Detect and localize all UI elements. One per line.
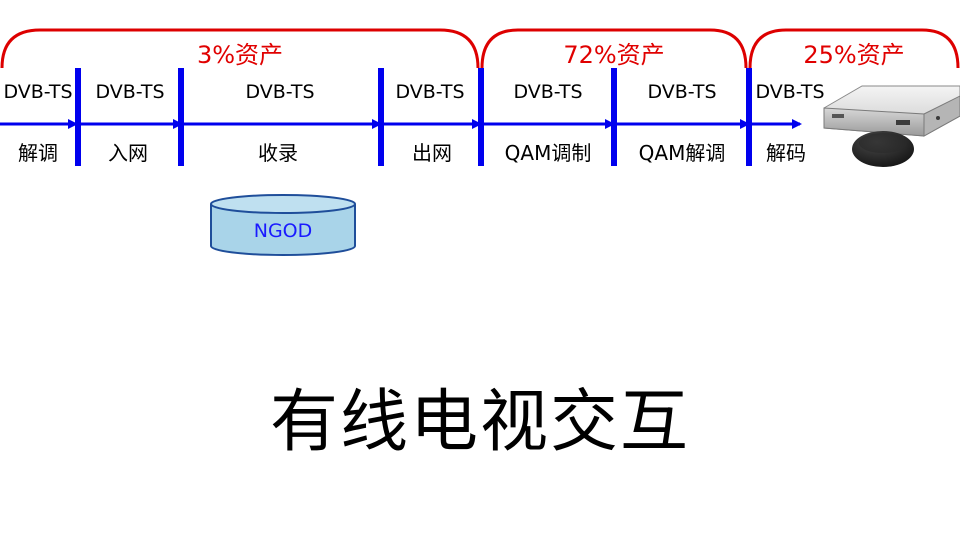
ngod-storage-icon [210, 194, 356, 256]
step-label-record: 收录 [258, 141, 298, 165]
step-label-ingress: 入网 [108, 141, 148, 165]
step-label-qam-modulate: QAM调制 [505, 141, 592, 165]
ts-label: DVB-TS [95, 81, 164, 103]
stage-divider-6 [746, 68, 752, 166]
step-label-qam-demodulate: QAM解调 [639, 141, 726, 165]
asset-bracket-2 [480, 28, 748, 69]
stage-divider-2 [178, 68, 184, 166]
stage-divider-5 [611, 68, 617, 166]
slide-title: 有线电视交互 [269, 383, 690, 462]
asset-label-1: 3%资产 [197, 41, 283, 69]
step-label-egress: 出网 [412, 141, 452, 165]
stage-divider-4 [478, 68, 484, 166]
asset-bracket-3 [748, 28, 960, 69]
stage-divider-3 [378, 68, 384, 166]
ngod-label: NGOD [254, 220, 313, 242]
step-label-decode: 解码 [766, 141, 806, 165]
ts-label: DVB-TS [513, 81, 582, 103]
ts-label: DVB-TS [755, 81, 824, 103]
ts-label: DVB-TS [3, 81, 72, 103]
ts-label: DVB-TS [395, 81, 464, 103]
asset-bracket-1 [0, 28, 480, 69]
set-top-box-icon [823, 85, 960, 167]
ts-label: DVB-TS [245, 81, 314, 103]
asset-label-3: 25%资产 [803, 41, 904, 69]
step-label-demodulate: 解调 [18, 141, 58, 165]
asset-label-2: 72%资产 [563, 41, 664, 69]
ts-label: DVB-TS [647, 81, 716, 103]
stage-divider-1 [75, 68, 81, 166]
